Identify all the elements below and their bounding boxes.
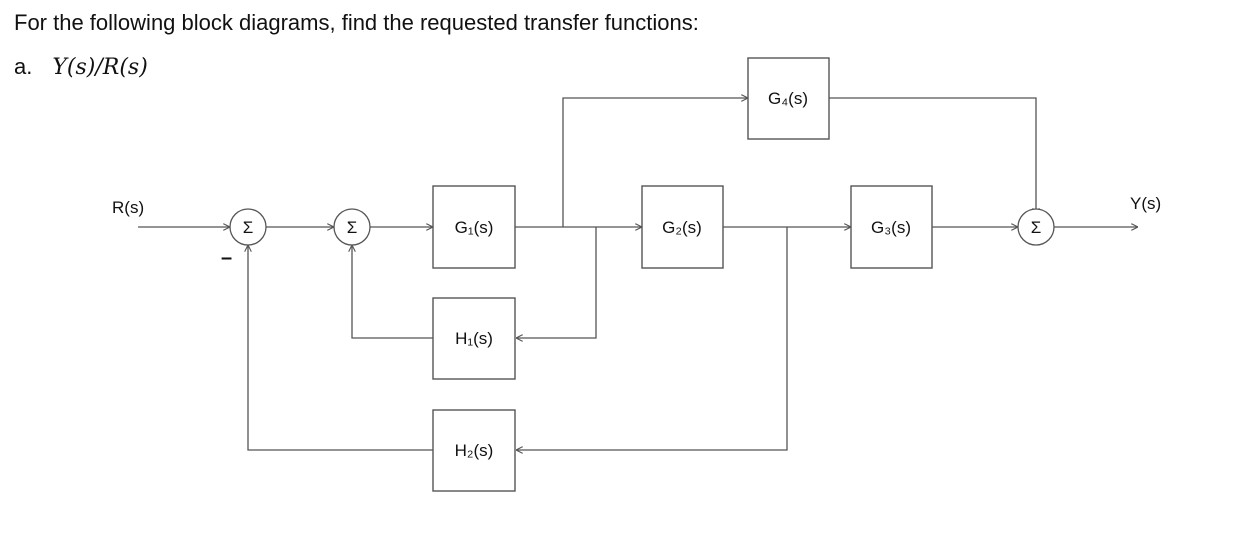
summing-junction-1: Σ	[229, 208, 267, 246]
wire-h1-sum2	[352, 245, 433, 339]
part-a: a. Y(s)/R(s)	[14, 54, 148, 80]
block-g3-label: G₃(s)	[871, 218, 911, 237]
block-g4-label: G₄(s)	[768, 89, 808, 108]
wire-takeoff-h1	[516, 227, 597, 338]
summing-junction-3: Σ	[1017, 208, 1055, 246]
block-h2-label: H₂(s)	[455, 441, 494, 460]
block-g2: G₂(s)	[641, 185, 724, 269]
sum-symbol: Σ	[1031, 218, 1042, 237]
part-label: a.	[14, 54, 33, 79]
output-label: Y(s)	[1130, 194, 1161, 213]
block-g1-label: G₁(s)	[455, 218, 494, 237]
block-h1-label: H₁(s)	[455, 329, 493, 348]
wire-feedforward-g4	[562, 98, 748, 227]
wire-takeoff-h2	[516, 227, 788, 450]
block-g1: G₁(s)	[432, 185, 516, 269]
question-heading: For the following block diagrams, find t…	[14, 10, 699, 35]
sum-symbol: Σ	[347, 218, 358, 237]
sum-symbol: Σ	[243, 218, 254, 237]
block-g2-label: G₂(s)	[662, 218, 702, 237]
block-h1: H₁(s)	[432, 297, 516, 380]
block-h2: H₂(s)	[432, 409, 516, 492]
input-label: R(s)	[112, 198, 144, 217]
wire-h2-sum1	[248, 245, 433, 451]
negative-sign: –	[221, 247, 232, 269]
wire-g4-sum3	[829, 97, 1036, 215]
signal-wires	[138, 98, 1138, 450]
block-g3: G₃(s)	[850, 185, 933, 269]
summing-junction-2: Σ	[333, 208, 371, 246]
block-g4: G₄(s)	[747, 57, 830, 140]
part-expression: Y(s)/R(s)	[52, 55, 148, 80]
